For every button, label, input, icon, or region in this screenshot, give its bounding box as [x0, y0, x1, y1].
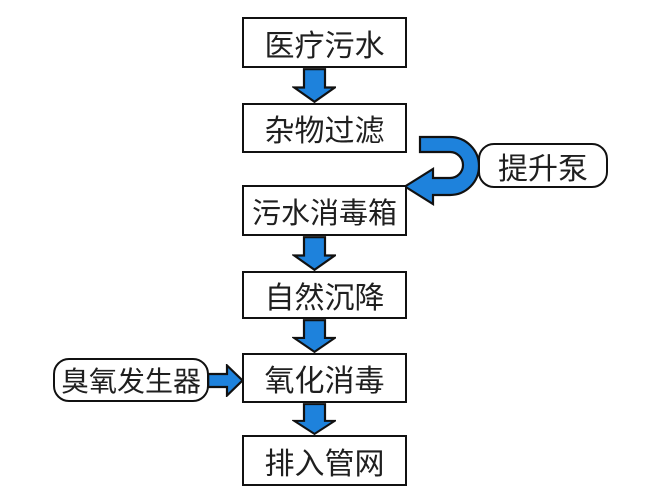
arrow-down-icon [292, 236, 336, 271]
node-label: 氧化消毒 [264, 365, 385, 398]
arrow-down-icon [292, 403, 336, 435]
node-oxidation-disinfection: 氧化消毒 [242, 353, 407, 403]
node-ozone-generator: 臭氧发生器 [53, 358, 209, 402]
node-label: 提升泵 [498, 152, 588, 186]
node-medical-sewage: 医疗污水 [242, 17, 407, 68]
node-label: 杂物过滤 [264, 115, 385, 148]
arrow-down-icon [292, 319, 336, 353]
arrow-uturn-icon [402, 135, 481, 206]
node-lift-pump: 提升泵 [478, 143, 608, 188]
node-debris-filter: 杂物过滤 [242, 103, 407, 153]
node-natural-settling: 自然沉降 [242, 271, 407, 319]
arrow-down-icon [292, 68, 336, 103]
node-label: 排入管网 [264, 447, 385, 481]
node-label: 臭氧发生器 [60, 367, 201, 398]
node-sewage-disinfection-tank: 污水消毒箱 [242, 185, 407, 236]
node-discharge-to-pipe-network: 排入管网 [242, 435, 407, 486]
node-label: 医疗污水 [264, 29, 385, 63]
arrow-right-icon [207, 364, 244, 397]
node-label: 污水消毒箱 [251, 197, 397, 230]
node-label: 自然沉降 [264, 282, 385, 315]
